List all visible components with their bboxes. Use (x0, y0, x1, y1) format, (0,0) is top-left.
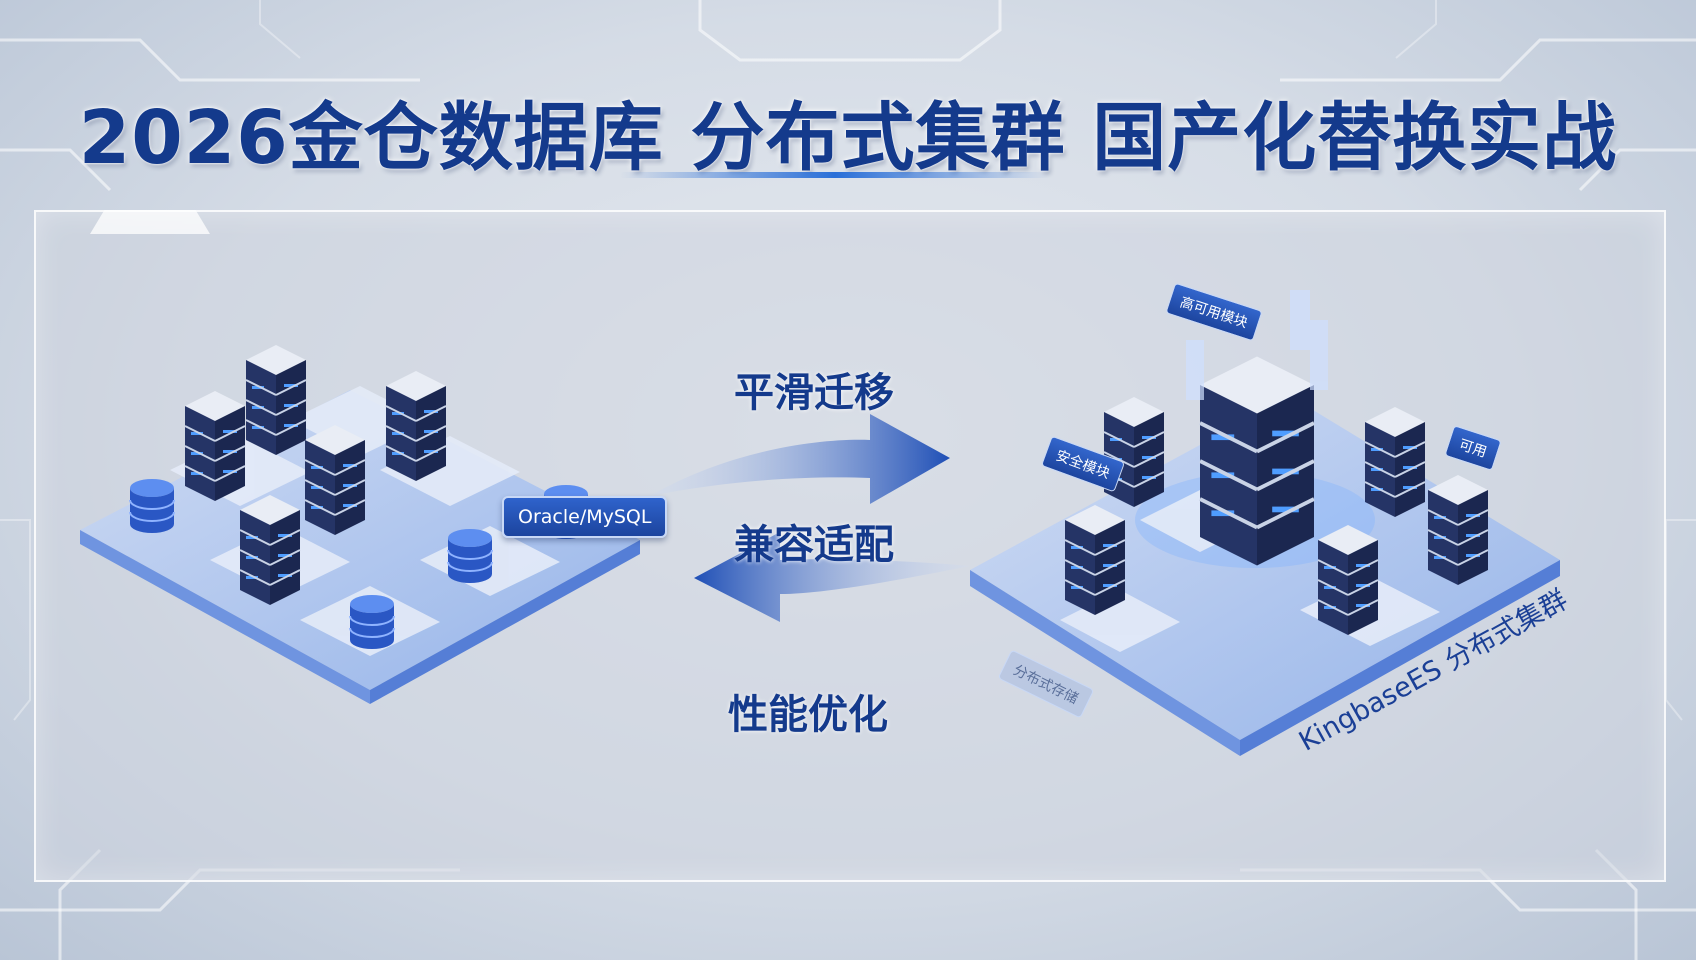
cluster-server (1427, 474, 1489, 586)
database-icon (349, 594, 395, 650)
title-underline (620, 172, 1050, 178)
main-cluster-server (1198, 354, 1316, 568)
source-platform (80, 386, 640, 704)
flow-label-compatibility: 兼容适配 (734, 522, 894, 568)
source-server (385, 370, 447, 482)
source-server (304, 424, 366, 536)
database-icon (129, 478, 175, 534)
panel-tab-decoration (90, 210, 210, 234)
cluster-server (1364, 406, 1426, 518)
source-server (239, 494, 301, 606)
source-server (184, 390, 246, 502)
database-icon (447, 528, 493, 584)
arrow-right-icon (650, 414, 950, 504)
arrow-left-icon (694, 532, 970, 622)
cluster-server (1064, 504, 1126, 616)
cluster-server (1317, 524, 1379, 636)
flow-label-performance: 性能优化 (728, 692, 888, 738)
building-decoration (1186, 290, 1328, 400)
flow-label-smooth-migration: 平滑迁移 (734, 370, 894, 416)
source-db-tag: Oracle/MySQL (502, 496, 668, 538)
source-server (245, 344, 307, 456)
page-title: 2026金仓数据库 分布式集群 国产化替换实战 (78, 95, 1618, 181)
